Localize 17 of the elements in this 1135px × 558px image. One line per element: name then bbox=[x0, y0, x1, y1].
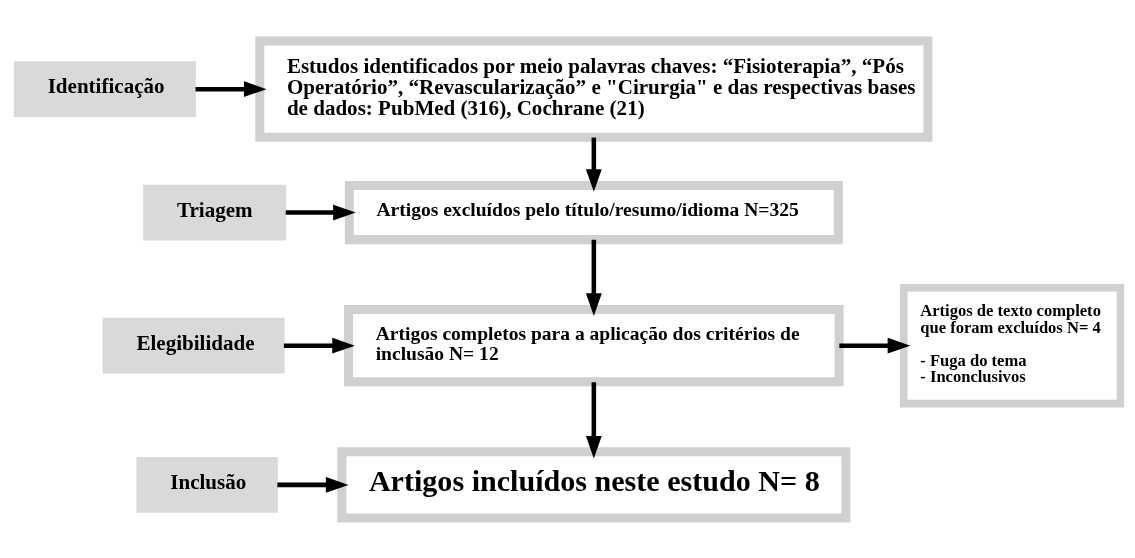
node-box: Artigos completos para a aplicação dos critérios de inclusão N= 12 bbox=[344, 304, 844, 386]
arrow bbox=[277, 476, 349, 493]
node-box: Artigos excluídos pelo título/resumo/idioma N=325 bbox=[344, 180, 843, 244]
node-box: Inclusão bbox=[136, 456, 278, 513]
arrow bbox=[285, 204, 356, 220]
arrow bbox=[283, 337, 355, 354]
arrow bbox=[585, 137, 602, 192]
node-box: Artigos de texto completo que foram excluídos N= 4 - Fuga do tema - Inconclusivos bbox=[900, 283, 1125, 407]
node-box: Artigos incluídos neste estudo N= 8 bbox=[337, 446, 851, 522]
arrow bbox=[585, 239, 602, 316]
arrow bbox=[195, 80, 267, 97]
node-box: Triagem bbox=[143, 184, 287, 240]
arrow bbox=[585, 381, 602, 458]
node-box: Estudos identificados por meio palavras chaves: “Fisioterapia”, “Pós Operatório”, “Revascularização” e "Cirurgia" e das respectivas bases de dados: PubMed (316), Cochrane (21) bbox=[255, 36, 933, 142]
arrow bbox=[839, 337, 911, 354]
node-box: Identificação bbox=[13, 60, 196, 117]
node-box: Elegibilidade bbox=[102, 317, 285, 374]
